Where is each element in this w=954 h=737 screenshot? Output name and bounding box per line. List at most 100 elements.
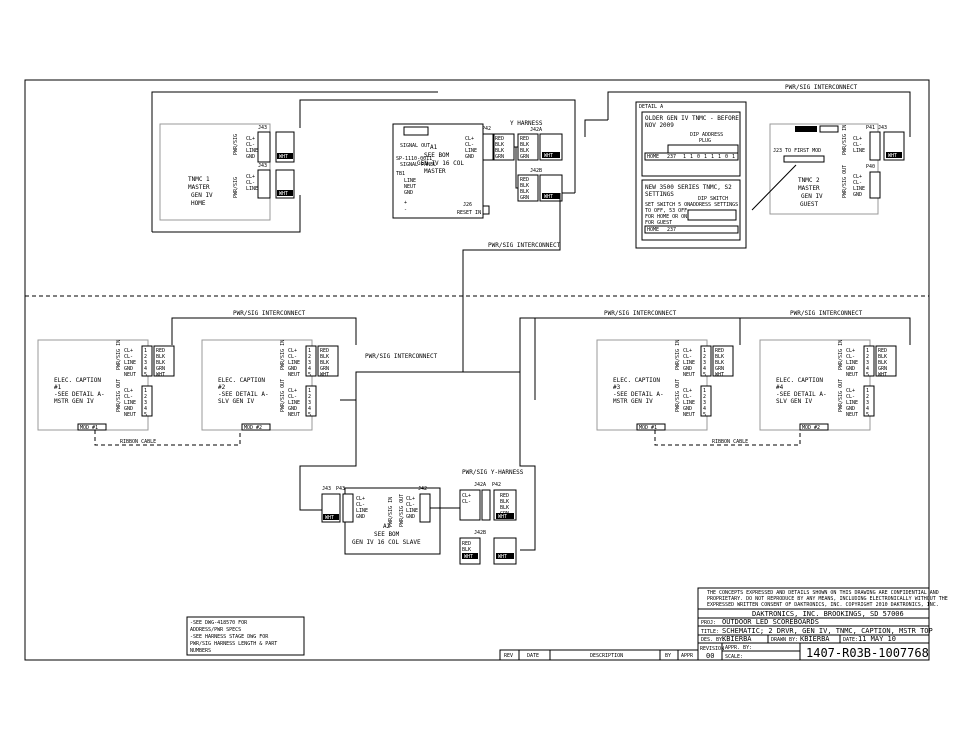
a1-tb-line: LINE	[404, 178, 416, 184]
caption-4-bot-num-0: 1	[866, 388, 869, 394]
scale-label: SCALE:	[725, 654, 743, 660]
caption-1-top-wire-1: BLK	[156, 354, 165, 360]
svg-text:J43: J43	[322, 486, 331, 492]
caption-1-bot-num-3: 4	[144, 406, 147, 412]
caption-3-bot-pin-0: CL+	[683, 388, 692, 394]
a1-tb-plus: +	[404, 200, 407, 206]
detail-a-note-3: FOR GUEST	[645, 220, 672, 226]
caption-3-top-pin-4: NEUT	[683, 372, 695, 378]
ribbon-cable-right	[654, 430, 801, 446]
caption-1-bot-num-4: 5	[144, 412, 147, 418]
caption-2-bot-pin-1: CL-	[288, 394, 297, 400]
caption-4-top-wire-1: BLK	[878, 354, 887, 360]
caption-1-bot-pin-2: LINE	[124, 400, 136, 406]
caption-1-top-pin-2: LINE	[124, 360, 136, 366]
a2-line-1: SEE BOM	[374, 531, 400, 538]
svg-text:J42: J42	[418, 486, 427, 492]
tnmc1-line-0: TNMC 1	[188, 176, 210, 183]
caption-2-top-num-4: 5	[308, 372, 311, 378]
tnmc1-connector-bot: J43 CL+ CL- LINE WHT	[246, 163, 295, 199]
caption-1-top-wire-4: WHT	[156, 372, 165, 378]
caption-4-top-pin-3: GND	[846, 366, 855, 372]
caption-1-conn-top	[141, 345, 153, 377]
a1-reset-connector	[482, 205, 490, 215]
tnmc1-line-3: HOME	[191, 200, 206, 207]
caption-2-conn-top	[305, 345, 317, 377]
caption-2-bot-num-3: 4	[308, 406, 311, 412]
a1-line-0: A1	[430, 144, 438, 151]
caption-1-bot-pin-4: NEUT	[124, 412, 136, 418]
wire-y-branch	[515, 147, 518, 189]
caption-3-mod: MOD #1	[639, 425, 657, 431]
caption-4-bot-pin-0: CL+	[846, 388, 855, 394]
detail-a-home-v6: 1	[718, 154, 721, 160]
caption-1-bot-num-1: 2	[144, 394, 147, 400]
svg-text:CL+: CL+	[406, 496, 415, 502]
caption-4-top-wire-0: RED	[878, 348, 887, 354]
confidential-2: EXPRESSED WRITTEN CONSENT OF DAKTRONICS,…	[707, 602, 939, 608]
caption-3-top-num-4: 5	[703, 372, 706, 378]
detail-a-home-v1: 1	[683, 154, 686, 160]
caption-3-top-pin-0: CL+	[683, 348, 692, 354]
note-1: ADDRESS/PWR SPECS	[190, 627, 241, 633]
caption-4-bot-pin-3: GND	[846, 406, 855, 412]
caption-4-line-1: #4	[776, 384, 784, 391]
revision-value: 00	[706, 652, 714, 660]
a2-line-0: A2	[383, 523, 391, 530]
caption-4-conn-top-plug	[875, 345, 897, 377]
caption-4-top-wire-3: GRN	[878, 366, 887, 372]
caption-1-line-0: ELEC. CAPTION	[54, 377, 101, 384]
caption-2-mod: MOD #2	[244, 425, 262, 431]
caption-3-top-num-0: 1	[703, 348, 706, 354]
caption-4-top-wire-4: WHT	[878, 372, 887, 378]
caption-2-conn-bot	[305, 385, 317, 417]
caption-3-top-num-3: 4	[703, 366, 706, 372]
caption-1-top-num-4: 5	[144, 372, 147, 378]
svg-text:GRN: GRN	[520, 195, 529, 201]
caption-2-top-num-2: 3	[308, 360, 311, 366]
a2-connector-right: J42 CL+ CL- LINE GND	[406, 486, 431, 523]
caption-3-line-2: -SEE DETAIL A-	[613, 391, 664, 398]
svg-text:RED: RED	[500, 493, 509, 499]
tnmc2-connector-top: P41 J43 CL+ CL- LINE WHT	[853, 125, 905, 161]
caption-1-mod: MOD #1	[80, 425, 98, 431]
detail-a-home-v7: 0	[725, 154, 728, 160]
svg-text:P42: P42	[482, 126, 491, 132]
svg-text:CL+: CL+	[853, 136, 862, 142]
a1-j26: J26	[463, 202, 472, 208]
rev-header-date: DATE	[527, 653, 539, 659]
svg-text:LINE: LINE	[406, 508, 418, 514]
caption-2-pwr-out: PWR/SIG OUT	[280, 379, 286, 412]
caption-4-top-num-1: 2	[866, 354, 869, 360]
caption-1-box	[37, 339, 149, 431]
caption-3-bot-num-2: 3	[703, 400, 706, 406]
caption-4-top-num-3: 4	[866, 366, 869, 372]
ribbon-cable-left	[94, 430, 241, 446]
svg-text:J42B: J42B	[530, 168, 542, 174]
caption-3-top-wire-2: BLK	[715, 360, 724, 366]
label-y-harness: Y HARNESS	[510, 120, 543, 127]
svg-text:CL-: CL-	[246, 180, 255, 186]
tnmc2-tag-a	[795, 126, 817, 132]
svg-text:GND: GND	[246, 154, 255, 160]
svg-text:CL-: CL-	[406, 502, 415, 508]
svg-text:WHT: WHT	[498, 554, 507, 560]
caption-4-mod-tag	[799, 423, 829, 431]
caption-2-pwr-in: PWR/SIG IN	[280, 340, 286, 370]
caption-3-pwr-in: PWR/SIG IN	[675, 340, 681, 370]
a1-box	[392, 123, 484, 219]
svg-text:CL+: CL+	[356, 496, 365, 502]
detail-a-leader	[751, 164, 797, 211]
detail-a-home-v4: 1	[704, 154, 707, 160]
caption-4-line-2: -SEE DETAIL A-	[776, 391, 827, 398]
svg-text:GRN: GRN	[495, 154, 504, 160]
svg-text:BLK: BLK	[495, 148, 504, 154]
revision-label: REVISION	[700, 646, 724, 652]
caption-2-bot-pin-4: NEUT	[288, 412, 300, 418]
label-ribbon-left: RIBBON CABLE	[120, 439, 156, 445]
detail-a-note-2: FOR HOME OR ON	[645, 214, 687, 220]
svg-text:CL+: CL+	[246, 174, 255, 180]
a1-tb-minus: -	[404, 207, 407, 213]
a2-pwr-out: PWR/SIG OUT	[399, 494, 405, 527]
caption-3-mod-tag	[636, 423, 666, 431]
